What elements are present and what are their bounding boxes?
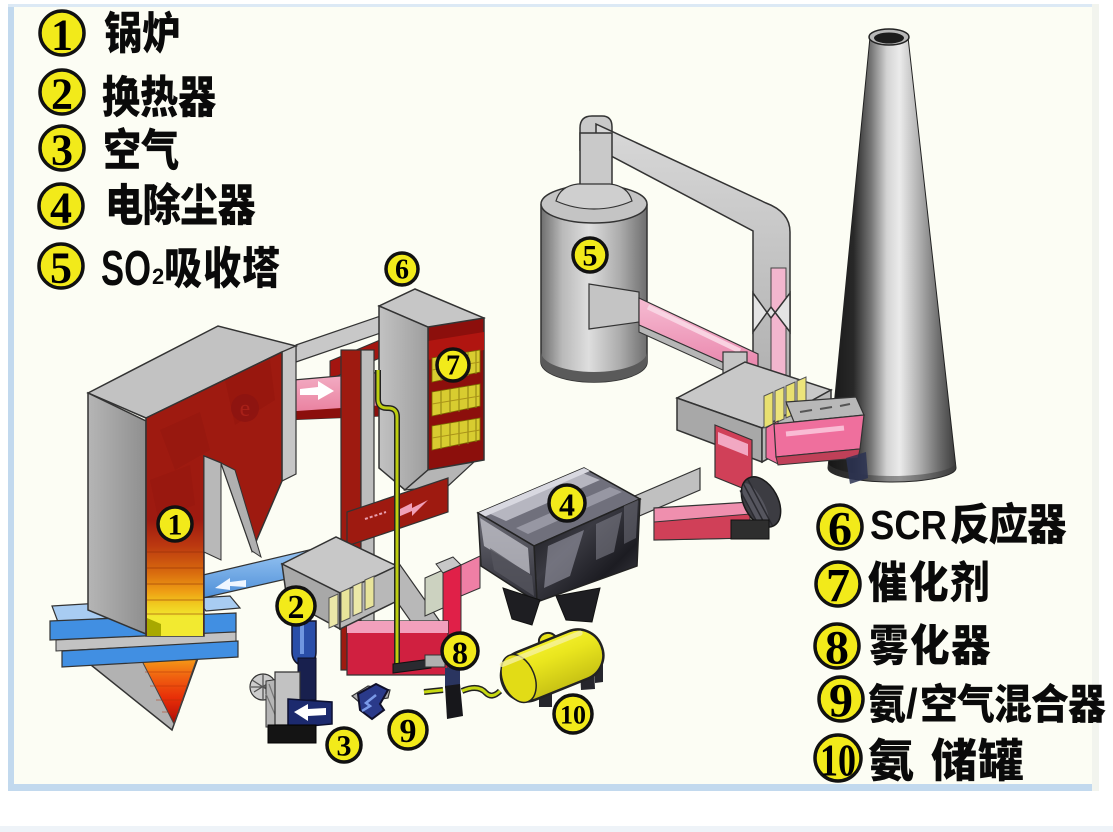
svg-text:e: e (240, 396, 251, 422)
svg-text:SCR: SCR (870, 502, 947, 548)
svg-text:9: 9 (400, 713, 417, 750)
svg-text:8: 8 (825, 621, 849, 674)
svg-text:6: 6 (395, 255, 409, 286)
svg-text:9: 9 (829, 674, 853, 727)
svg-text:5: 5 (583, 240, 598, 273)
svg-text:5: 5 (50, 243, 72, 292)
svg-text:SO: SO (101, 242, 151, 296)
svg-text:2: 2 (51, 69, 73, 118)
svg-text:3: 3 (51, 125, 73, 174)
svg-text:2: 2 (288, 589, 305, 626)
svg-text:2: 2 (152, 264, 164, 289)
svg-text:4: 4 (559, 486, 575, 522)
svg-text:10: 10 (560, 701, 586, 730)
svg-text:7: 7 (446, 351, 460, 382)
svg-text:7: 7 (826, 559, 850, 612)
svg-text:1: 1 (51, 10, 73, 59)
svg-text:6: 6 (828, 502, 852, 555)
svg-text:/: / (906, 680, 918, 727)
svg-text:8: 8 (452, 634, 468, 670)
svg-text:10: 10 (820, 734, 856, 785)
svg-text:1: 1 (168, 509, 183, 542)
svg-text:3: 3 (337, 730, 352, 763)
svg-text:4: 4 (50, 183, 72, 232)
